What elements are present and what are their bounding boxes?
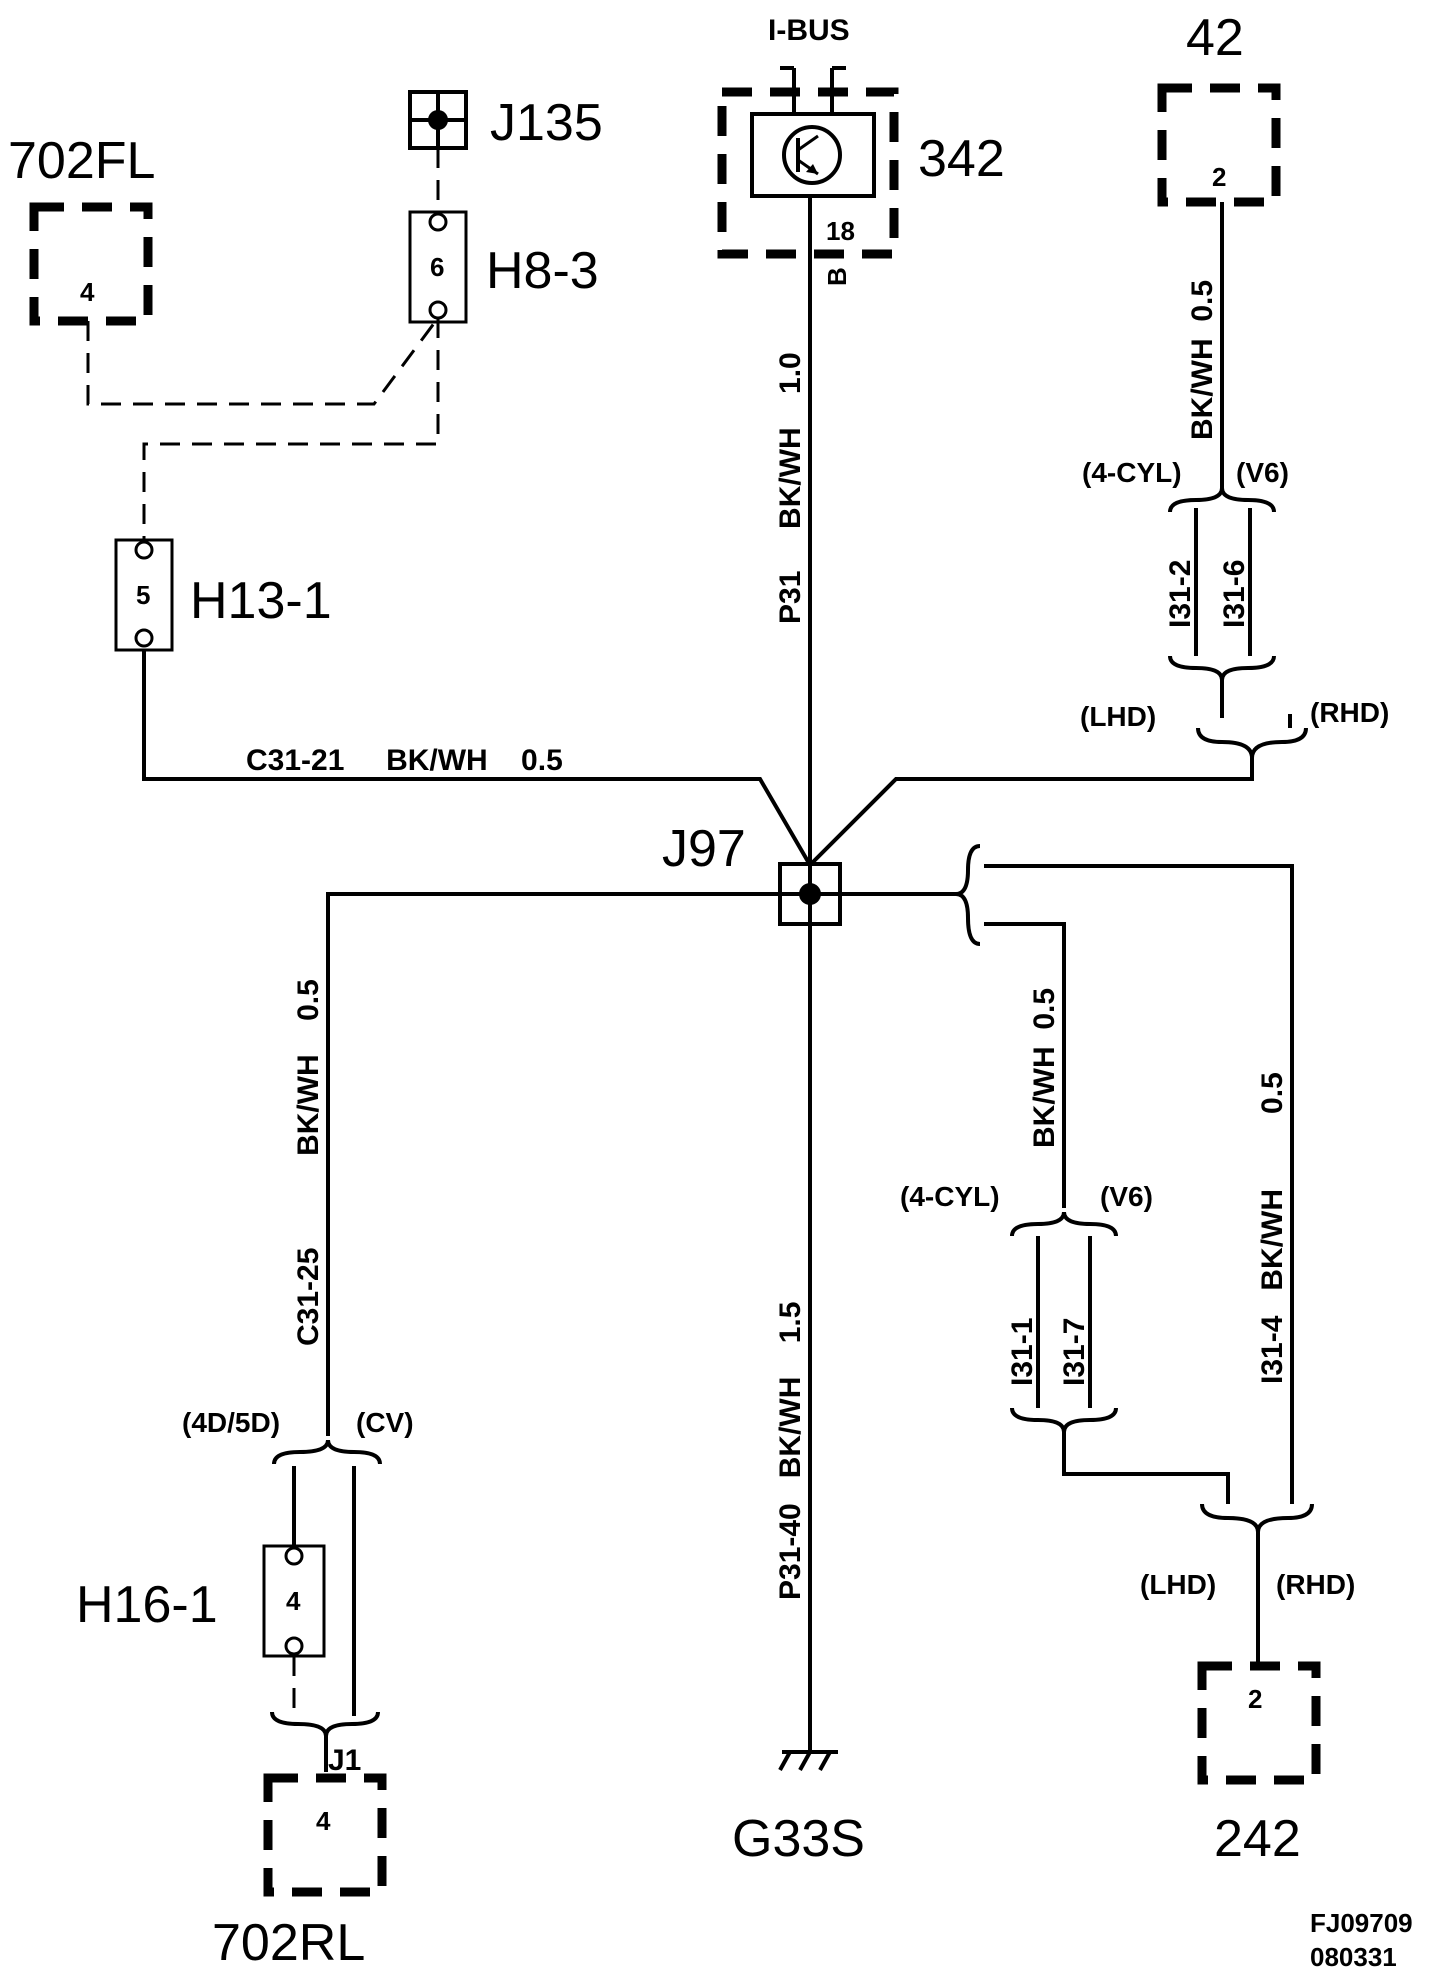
connector-h8-3: 6 H8-3 — [408, 148, 599, 324]
option-v6-top: (V6) — [1236, 457, 1289, 488]
component-702fl-box — [29, 202, 153, 326]
component-242-box — [1197, 1661, 1321, 1785]
wire-i31-7-label: I31-7 — [1058, 1318, 1091, 1386]
option-4d5d: (4D/5D) — [182, 1407, 280, 1438]
component-342-pin: 18 — [826, 216, 855, 246]
footer-date: 080331 — [1310, 1942, 1397, 1972]
option-rhd-top: (RHD) — [1310, 697, 1389, 728]
splice-j135: J135 — [408, 90, 603, 152]
wire-p31-label: P31 BK/WH 1.0 — [774, 352, 807, 624]
connector-h13-1-label: H13-1 — [190, 572, 332, 630]
brace-mid-options — [1010, 1211, 1118, 1237]
transistor-icon — [782, 125, 842, 185]
component-42-box — [1157, 83, 1281, 207]
connector-h16-1-label: H16-1 — [76, 1576, 218, 1634]
wire-h8-h13 — [142, 318, 440, 540]
wire-i31-6-label: I31-6 — [1218, 560, 1251, 628]
ground-g33s: G33S — [732, 1750, 865, 1868]
brace-top-options — [1168, 487, 1276, 513]
option-v6-mid: (V6) — [1100, 1181, 1153, 1212]
brace-top-merge — [1168, 655, 1276, 681]
component-242: 2 242 — [1197, 1661, 1321, 1868]
ground-tick-3 — [818, 1751, 832, 1771]
option-4cyl-top: (4-CYL) — [1082, 457, 1182, 488]
brace-bottom-left-merge — [270, 1711, 380, 1737]
wire-mid-down — [984, 922, 1066, 1208]
component-242-label: 242 — [1214, 1810, 1301, 1868]
component-342-bus-label: I-BUS — [768, 14, 850, 47]
option-4cyl-mid: (4-CYL) — [900, 1181, 1000, 1212]
component-42-label: 42 — [1186, 9, 1244, 67]
splice-j97: J97 — [662, 820, 842, 926]
wire-p31-40-label: P31-40 BK/WH 1.5 — [774, 1302, 807, 1600]
component-342-box — [717, 87, 899, 259]
splice-j135-label: J135 — [490, 94, 603, 152]
connector-h16-1-pin-number: 4 — [286, 1586, 301, 1616]
wire-c31-25 — [326, 892, 780, 1436]
connector-h8-3-pin-bottom — [428, 300, 448, 320]
brace-mid-merge-left — [1010, 1407, 1066, 1433]
component-242-pin: 2 — [1248, 1684, 1262, 1714]
splice-j135-dot — [428, 110, 448, 130]
component-42-pin: 2 — [1212, 162, 1226, 192]
splice-j97-label: J97 — [662, 820, 746, 878]
component-342: I-BUS 18 B 342 — [717, 14, 1005, 286]
brace-mid-merge-right — [1062, 1407, 1118, 1433]
wire-42-label: BK/WH 0.5 — [1186, 280, 1219, 440]
connector-h16-1-pin-bottom — [284, 1636, 304, 1656]
option-cv: (CV) — [356, 1407, 414, 1438]
component-42: 42 2 — [1157, 9, 1281, 207]
connector-h8-3-label: H8-3 — [486, 242, 599, 300]
connector-h16-1: 4 H16-1 — [76, 1544, 326, 1658]
wire-i31-1-label: I31-1 — [1006, 1318, 1039, 1386]
brace-bottom-lhd-rhd — [1200, 1503, 1314, 1533]
component-702fl-pin: 4 — [80, 277, 95, 307]
connector-h13-1-pin-top — [134, 540, 154, 560]
brace-top-lhd-rhd — [1196, 727, 1308, 759]
connector-h16-1-pin-top — [284, 1546, 304, 1566]
wire-c31-21 — [142, 650, 812, 867]
option-rhd-bottom: (RHD) — [1276, 1569, 1355, 1600]
ground-tick-2 — [798, 1751, 812, 1771]
connector-h13-1-pin-number: 5 — [136, 580, 150, 610]
ground-label: G33S — [732, 1810, 865, 1868]
connector-h13-1-pin-bottom — [134, 628, 154, 648]
wire-i31-4-label: I31-4 BK/WH 0.5 — [1256, 1072, 1289, 1384]
component-702fl: 702FL 4 — [8, 132, 155, 326]
component-702fl-label: 702FL — [8, 132, 155, 190]
wire-c31-21-label: C31-21 BK/WH 0.5 — [246, 744, 563, 777]
connector-h8-3-pin-number: 6 — [430, 252, 444, 282]
brace-right-split — [955, 844, 981, 946]
component-702rl: 4 702RL — [212, 1773, 387, 1972]
brace-bottom-left-top — [272, 1439, 382, 1465]
wire-c31-25-label: C31-25 BK/WH 0.5 — [292, 979, 325, 1346]
component-342-label: 342 — [918, 130, 1005, 188]
component-702rl-pin: 4 — [316, 1806, 331, 1836]
component-702rl-box — [263, 1773, 387, 1897]
wire-i31-2-label: I31-2 — [1164, 560, 1197, 628]
option-lhd-bottom: (LHD) — [1140, 1569, 1216, 1600]
wire-j97-42 — [808, 758, 1254, 867]
splice-j97-dot — [799, 883, 821, 905]
wire-702fl-h8 — [86, 317, 440, 406]
ground-tick-1 — [778, 1751, 792, 1771]
wire-i31-4 — [984, 864, 1294, 1504]
footer-code: FJ09709 — [1310, 1908, 1413, 1938]
wire-mid-label: BK/WH 0.5 — [1028, 988, 1061, 1148]
connector-h8-3-pin-top — [428, 212, 448, 232]
splice-j1-label: J1 — [328, 1744, 361, 1777]
wire-mid-to-242 — [1062, 1432, 1230, 1504]
component-702rl-label: 702RL — [212, 1914, 365, 1972]
option-lhd-top: (LHD) — [1080, 701, 1156, 732]
component-342-pin-sub: B — [822, 267, 852, 286]
connector-h13-1: 5 H13-1 — [114, 538, 332, 652]
